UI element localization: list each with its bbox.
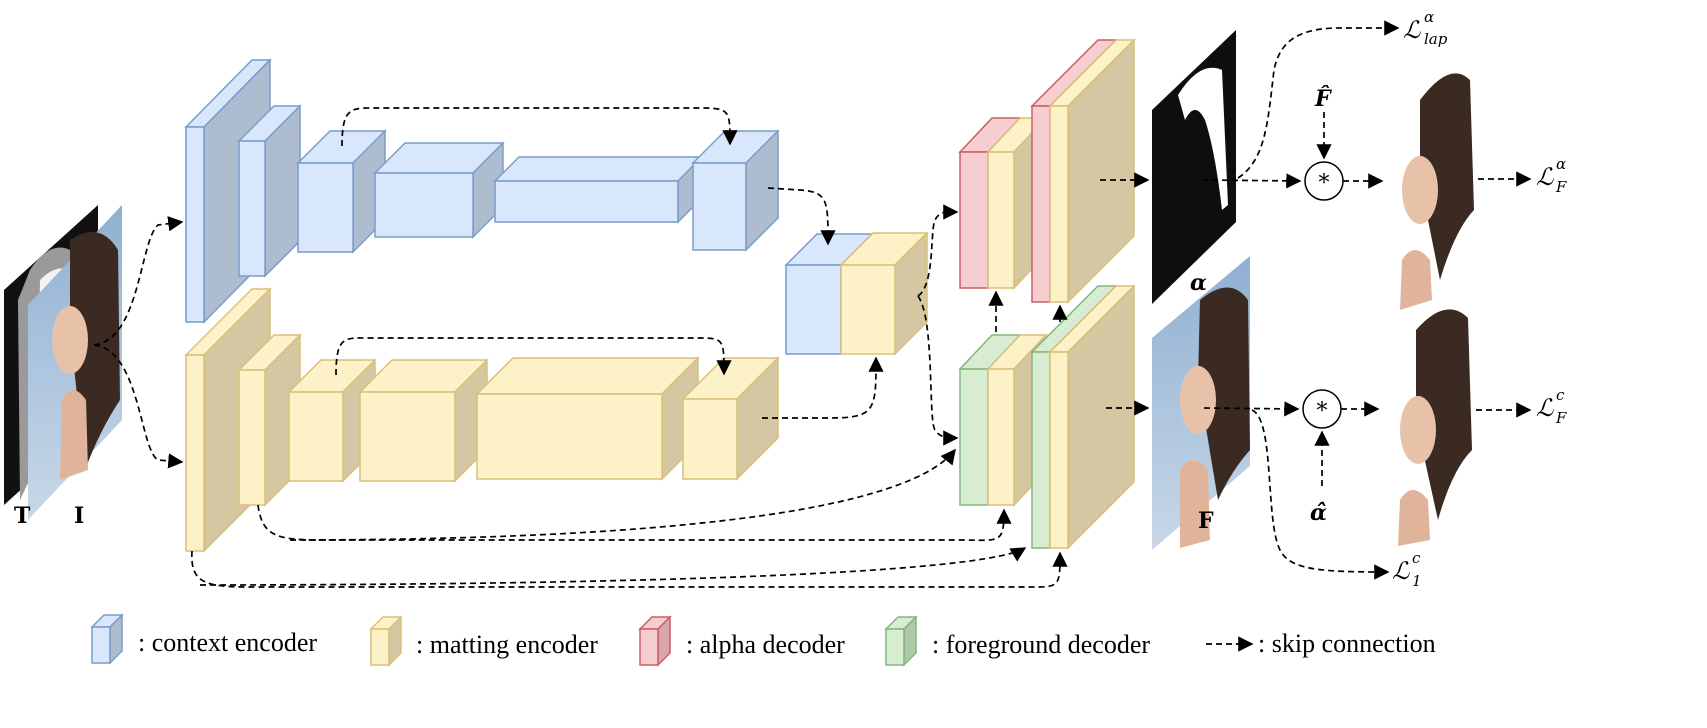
- edge-input-to-context: [93, 216, 184, 346]
- loss-f-alpha: ℒ α F: [1536, 155, 1567, 196]
- context-encoder: [184, 58, 780, 324]
- legend-alpha-text: : alpha decoder: [686, 630, 845, 659]
- edge-context-skip: [341, 107, 738, 147]
- loss-fa-sup: α: [1556, 155, 1566, 173]
- legend-context-text: : context encoder: [138, 628, 317, 657]
- edge-alpha-to-mul: [1201, 173, 1302, 189]
- matting-block-3: [287, 358, 377, 483]
- trimap-label: T: [14, 503, 31, 529]
- loss-l1-sub: 1: [1412, 572, 1422, 590]
- legend-matting-text: : matting encoder: [416, 630, 598, 659]
- composite-color-image: [1380, 284, 1474, 548]
- loss-l1-base: ℒ: [1392, 557, 1410, 585]
- loss-fa-base: ℒ: [1536, 163, 1554, 191]
- loss-lap-base: ℒ: [1403, 16, 1421, 44]
- foreground-decoder: [958, 284, 1136, 550]
- edge-matting1-skip-to-fg2: [191, 550, 1068, 588]
- edge-matting-to-fusion: [762, 356, 884, 419]
- matting-block-5: [475, 356, 700, 481]
- context-block-5: [493, 155, 704, 224]
- edge-fg-to-l1: [1251, 409, 1390, 580]
- edge-context-to-fusion: [767, 187, 836, 246]
- legend-context: : context encoder: [90, 613, 317, 665]
- input-rgb-image: [28, 205, 122, 520]
- matting-block-4: [358, 358, 489, 483]
- edge-matting1-skip-to-fg2-side: [199, 547, 1027, 586]
- edge-matting2-skip-to-fg1: [257, 504, 1012, 542]
- alphahat-label: α̂: [1310, 500, 1327, 526]
- fhat-label: F̂: [1314, 86, 1332, 112]
- image-label: I: [74, 503, 84, 529]
- legend-skip-text: : skip connection: [1258, 629, 1436, 658]
- multiply-symbol-bottom: *: [1317, 399, 1328, 424]
- loss-f-c: ℒ c F: [1536, 386, 1567, 427]
- legend-foreground: : foreground decoder: [884, 615, 1150, 667]
- legend: : context encoder : matting encoder : al…: [90, 613, 1436, 667]
- legend-foreground-text: : foreground decoder: [932, 630, 1150, 659]
- loss-lap-sup: α: [1424, 8, 1434, 26]
- connections: [93, 20, 1532, 588]
- foreground-label: F: [1198, 508, 1214, 534]
- loss-fc-sub: F: [1555, 409, 1567, 427]
- alpha-label: α: [1190, 270, 1207, 296]
- foreground-decoder-block-2: [1030, 284, 1136, 550]
- edge-matting-skip: [335, 337, 732, 376]
- composite-alpha-image: [1386, 20, 1476, 314]
- alpha-decoder-block-2: [1030, 38, 1136, 304]
- loss-fa-sub: F: [1555, 178, 1567, 196]
- context-block-3: [296, 129, 387, 254]
- multiply-node-top: *: [1304, 161, 1344, 201]
- output-alpha-image: [1152, 30, 1236, 304]
- legend-alpha: : alpha decoder: [638, 615, 845, 667]
- edge-fg-to-mul: [1203, 401, 1300, 417]
- loss-lap-sub: lap: [1424, 30, 1448, 48]
- legend-skip: : skip connection: [1206, 629, 1436, 658]
- legend-matting: : matting encoder: [369, 615, 598, 667]
- matting-block-6: [681, 356, 780, 481]
- multiply-symbol-top: *: [1319, 171, 1330, 196]
- edge-matting2-skip-to-fg-side: [289, 448, 956, 541]
- multiply-node-bottom: *: [1302, 389, 1342, 429]
- loss-fc-sup: c: [1556, 386, 1565, 404]
- edge-fusion-to-fg: [917, 295, 959, 446]
- loss-l1-c: ℒ c 1: [1392, 549, 1422, 590]
- loss-l1-sup: c: [1412, 549, 1421, 567]
- loss-fc-base: ℒ: [1536, 394, 1554, 422]
- fusion-block: [784, 231, 929, 356]
- alpha-decoder: [958, 38, 1136, 304]
- output-foreground-image: [1152, 256, 1250, 550]
- context-block-2: [237, 104, 302, 278]
- edge-input-to-matting: [93, 344, 184, 469]
- matting-encoder: [184, 287, 780, 553]
- loss-lap-alpha: ℒ α lap: [1403, 8, 1448, 48]
- context-block-6: [691, 129, 780, 252]
- foreground-decoder-block-1: [958, 333, 1048, 507]
- context-block-4: [373, 141, 505, 239]
